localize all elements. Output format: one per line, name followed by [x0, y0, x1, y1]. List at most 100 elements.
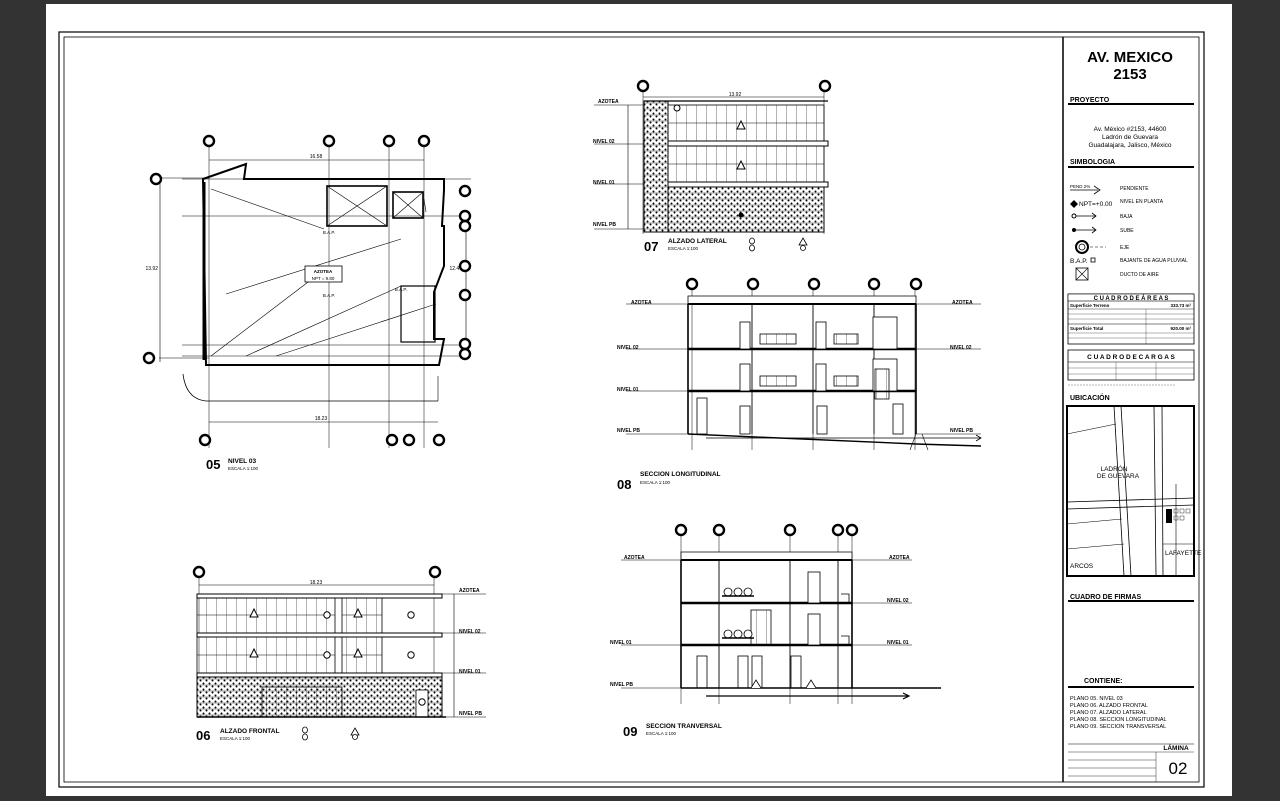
legend-eje: EJE	[1075, 240, 1130, 254]
contiene-item-06: PLANO 06. ALZADO FRONTAL	[1070, 703, 1148, 709]
side-07-scale: ESCALA 1:100	[668, 246, 699, 251]
long-level-azotea: AZOTEA	[631, 300, 652, 306]
address-line2: Ladrón de Guevara	[1102, 134, 1158, 141]
cuadro-areas: C U A D R O D E Á R E A S Superficie Ter…	[1067, 293, 1195, 345]
proyecto-heading: PROYECTO	[1070, 97, 1110, 104]
svg-text:PEND 2%: PEND 2%	[1070, 184, 1090, 189]
legend-baja: BAJA	[1071, 212, 1133, 220]
drawing-sheet: AV. MEXICO 2153 PROYECTO Av. México #215…	[46, 4, 1232, 796]
svg-text:BAJA: BAJA	[1120, 214, 1133, 220]
map-label-ladron: LADRÓN	[1100, 464, 1127, 473]
side-level-n01: NIVEL 01	[593, 180, 615, 186]
svg-text:Superficie Terreno: Superficie Terreno	[1070, 303, 1110, 308]
long-level-n02: NIVEL 02	[617, 345, 639, 351]
location-map: LADRÓN DE GUEVARA LAFAYETTE ARCOS	[1066, 405, 1202, 577]
svg-text:SUBE: SUBE	[1120, 228, 1134, 234]
drawing-06-front-elevation: 18.23 AZOTEA NIVEL 02 NIVEL 01 NIVEL PB …	[192, 565, 486, 743]
contiene-item-05: PLANO 05. NIVEL 03	[1070, 696, 1123, 702]
map-label-lafayette: LAFAYETTE	[1165, 550, 1202, 557]
front-level-azotea: AZOTEA	[459, 588, 480, 594]
side-07-number: 07	[644, 239, 658, 254]
plan-npt-label: NPT = 9.80	[312, 276, 335, 281]
firmas-heading: CUADRO DE FIRMAS	[1070, 594, 1141, 601]
trans-level-pb: NIVEL PB	[610, 682, 633, 688]
drawing-08-longitudinal-section: AZOTEA NIVEL 02 NIVEL 01 NIVEL PB AZOTEA…	[617, 277, 982, 492]
long-08-scale: ESCALA 1:100	[640, 480, 671, 485]
svg-text:NPT=+0.00: NPT=+0.00	[1079, 201, 1113, 208]
trans-level-azotea-r: AZOTEA	[889, 555, 910, 561]
inner-frame	[63, 36, 1200, 783]
long-level-pb-r: NIVEL PB	[950, 428, 973, 434]
long-level-azotea-r: AZOTEA	[952, 300, 973, 306]
long-08-number: 08	[617, 477, 631, 492]
cuadro-cargas: C U A D R O D E C A R G A S	[1067, 349, 1195, 386]
long-08-title: SECCION LONGITUDINAL	[640, 471, 721, 478]
trans-level-n01-r: NIVEL 01	[887, 640, 909, 646]
drawing-05-plan: AZOTEA NPT = 9.80 B.A.P. B.A.P. B.A.P. 1…	[142, 134, 472, 472]
svg-text:NIVEL EN PLANTA: NIVEL EN PLANTA	[1120, 199, 1164, 205]
project-name-line2: 2153	[1113, 66, 1146, 83]
long-level-pb: NIVEL PB	[617, 428, 640, 434]
map-label-guevara: DE GUEVARA	[1097, 473, 1140, 480]
plan-dim-left: 13.92	[145, 266, 158, 272]
side-level-n02: NIVEL 02	[593, 139, 615, 145]
plan-dim-bottom: 18.23	[315, 416, 328, 422]
contiene-item-08: PLANO 08. SECCION LONGITUDINAL	[1070, 717, 1167, 723]
contiene-item-07: PLANO 07. ALZADO LATERAL	[1070, 710, 1147, 716]
plan-canvas: AV. MEXICO 2153 PROYECTO Av. México #215…	[58, 31, 1205, 788]
svg-text:Superficie Total: Superficie Total	[1070, 326, 1103, 331]
svg-text:EJE: EJE	[1120, 245, 1130, 251]
side-dim-top: 13.92	[729, 92, 742, 98]
drawing-07-side-elevation: 13.92 AZOTEA NIVEL 02 NIVEL 01 NIVEL PB …	[593, 79, 832, 254]
svg-text:333.73 m²: 333.73 m²	[1170, 303, 1191, 308]
svg-text:DUCTO DE AIRE: DUCTO DE AIRE	[1120, 272, 1159, 278]
plan-05-scale: ESCALA 1:100	[228, 466, 259, 471]
project-name-line1: AV. MEXICO	[1087, 49, 1173, 66]
long-level-n02-r: NIVEL 02	[950, 345, 972, 351]
front-dim-top: 18.23	[310, 580, 323, 586]
front-06-number: 06	[196, 728, 210, 743]
outer-frame	[58, 31, 1205, 788]
legend-ducto: DUCTO DE AIRE	[1075, 267, 1159, 281]
svg-text:PENDIENTE: PENDIENTE	[1120, 186, 1149, 192]
contiene-item-09: PLANO 09. SECCION TRANSVERSAL	[1070, 724, 1166, 730]
trans-level-n01: NIVEL 01	[610, 640, 632, 646]
address-line3: Guadalajara, Jalisco, México	[1088, 142, 1171, 149]
svg-text:C U A D R O D E C A R G A: C U A D R O D E C A R G A S	[1087, 354, 1175, 361]
side-07-title: ALZADO LATERAL	[668, 238, 727, 245]
plan-dim-right: 12.47	[449, 266, 462, 272]
front-level-pb: NIVEL PB	[459, 711, 482, 717]
legend-nivel: NPT=+0.00 NIVEL EN PLANTA	[1070, 199, 1164, 208]
front-level-n01: NIVEL 01	[459, 669, 481, 675]
plan-dim-top: 16.58	[310, 154, 323, 160]
lamina-label: LÁMINA	[1163, 743, 1189, 752]
legend-sube: SUBE	[1072, 226, 1134, 234]
long-level-n01: NIVEL 01	[617, 387, 639, 393]
plan-bap-label-2: B.A.P.	[323, 293, 335, 298]
side-level-pb: NIVEL PB	[593, 222, 616, 228]
trans-level-n02-r: NIVEL 02	[887, 598, 909, 604]
sheet-stamp: LÁMINA 02	[1068, 743, 1194, 782]
plan-bap-label-3: B.A.P.	[395, 287, 407, 292]
drawing-09-transverse-section: AZOTEA NIVEL 01 NIVEL PB AZOTEA NIVEL 02…	[610, 523, 941, 739]
trans-09-number: 09	[623, 724, 637, 739]
plan-05-number: 05	[206, 457, 220, 472]
contiene-heading: CONTIENE:	[1084, 678, 1123, 685]
plan-05-title: NIVEL 03	[228, 458, 256, 465]
plan-axis-markers	[142, 134, 472, 447]
svg-text:B.A.P.: B.A.P.	[1070, 258, 1088, 265]
front-06-scale: ESCALA 1:100	[220, 736, 251, 741]
svg-text:920.00 m²: 920.00 m²	[1170, 326, 1191, 331]
plan-azotea-label: AZOTEA	[314, 269, 333, 274]
trans-level-azotea: AZOTEA	[624, 555, 645, 561]
trans-09-scale: ESCALA 1:100	[646, 731, 677, 736]
legend-pendiente: PEND 2% PENDIENTE	[1070, 184, 1149, 195]
trans-09-title: SECCION TRANVERSAL	[646, 723, 722, 730]
plan-bap-label-1: B.A.P.	[323, 230, 335, 235]
simbologia-heading: SIMBOLOGIA	[1070, 159, 1115, 166]
title-block: AV. MEXICO 2153 PROYECTO Av. México #215…	[1062, 37, 1202, 782]
svg-text:C U A D R O D E Á R E A S: C U A D R O D E Á R E A S	[1094, 295, 1169, 302]
lamina-number: 02	[1169, 759, 1188, 778]
ubicacion-heading: UBICACIÓN	[1070, 393, 1110, 402]
svg-text:BAJANTE DE AGUA PLUVIAL: BAJANTE DE AGUA PLUVIAL	[1120, 258, 1188, 264]
